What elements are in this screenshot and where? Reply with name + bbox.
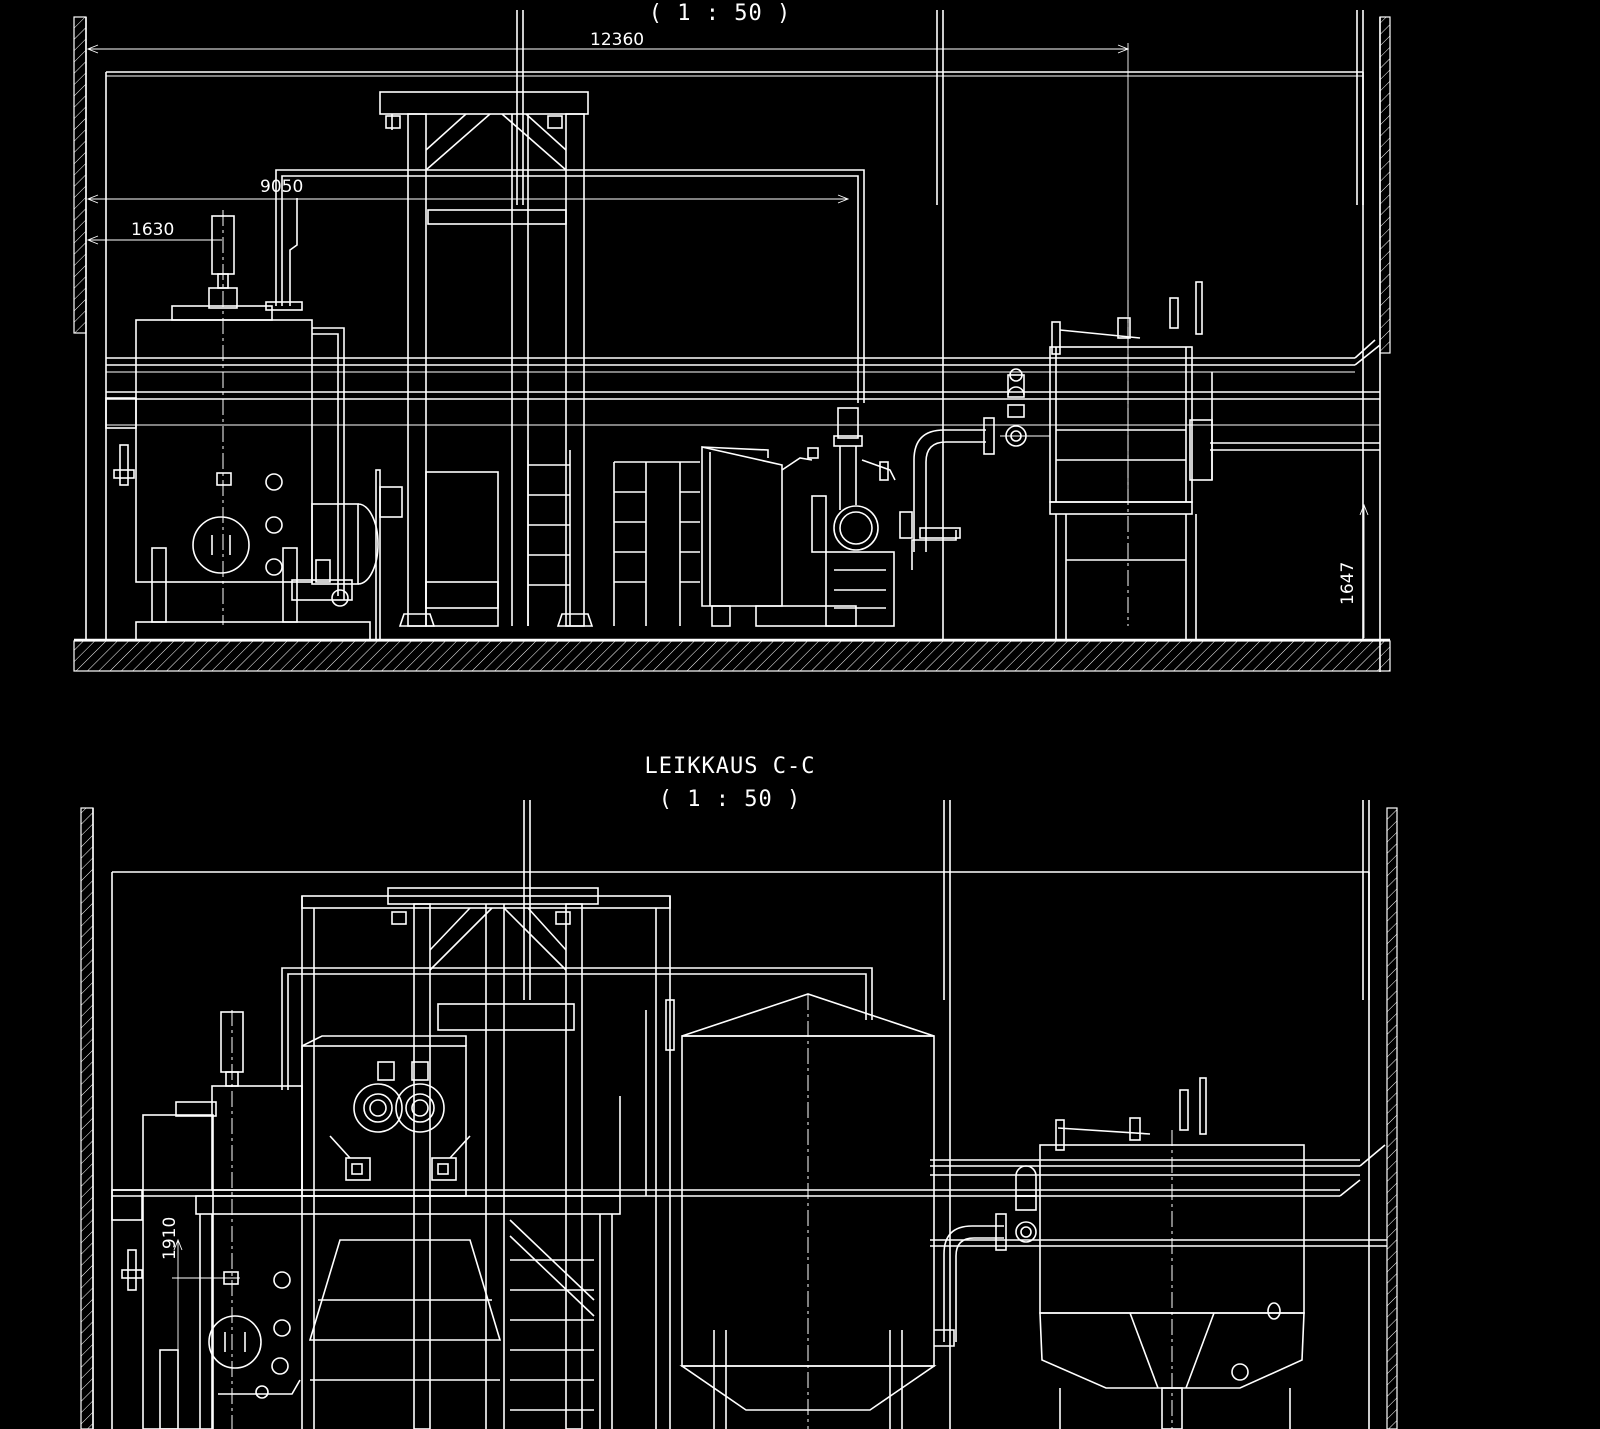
dim-12360: 12360	[590, 30, 644, 50]
control-cabinet	[701, 446, 857, 627]
steel-frame-tower	[379, 91, 700, 627]
bottom-pipe-bends	[943, 1165, 1037, 1342]
bottom-right-tank	[1039, 1077, 1305, 1429]
bottom-title: LEIKKAUS C-C	[645, 754, 816, 779]
top-dimensions: 12360 9050 1630 1647	[86, 30, 1369, 638]
bottom-steel-frame	[195, 887, 675, 1429]
boiler	[105, 210, 371, 641]
bottom-pipe-runs	[112, 967, 1387, 1247]
burner-pump-assembly	[291, 327, 403, 641]
top-building-shell	[73, 10, 1391, 672]
top-pipe-bends	[913, 368, 1050, 552]
bottom-building-shell	[80, 800, 1398, 1429]
section-top: ( 1 : 50 ) 12360	[73, 1, 1391, 672]
bottom-boiler	[111, 1010, 303, 1429]
silo	[679, 993, 955, 1429]
dim-1647: 1647	[1338, 562, 1358, 605]
top-right-tank	[1049, 281, 1213, 640]
dim-1630: 1630	[131, 220, 174, 240]
section-bottom: LEIKKAUS C-C ( 1 : 50 )	[80, 754, 1398, 1429]
dim-1910: 1910	[160, 1217, 180, 1260]
top-scale-label: ( 1 : 50 )	[649, 1, 791, 26]
top-overhead-pipe	[265, 169, 865, 403]
pump-unit	[781, 407, 961, 627]
bottom-scale-label: ( 1 : 50 )	[659, 787, 801, 812]
top-pipe-runs	[106, 339, 1381, 451]
